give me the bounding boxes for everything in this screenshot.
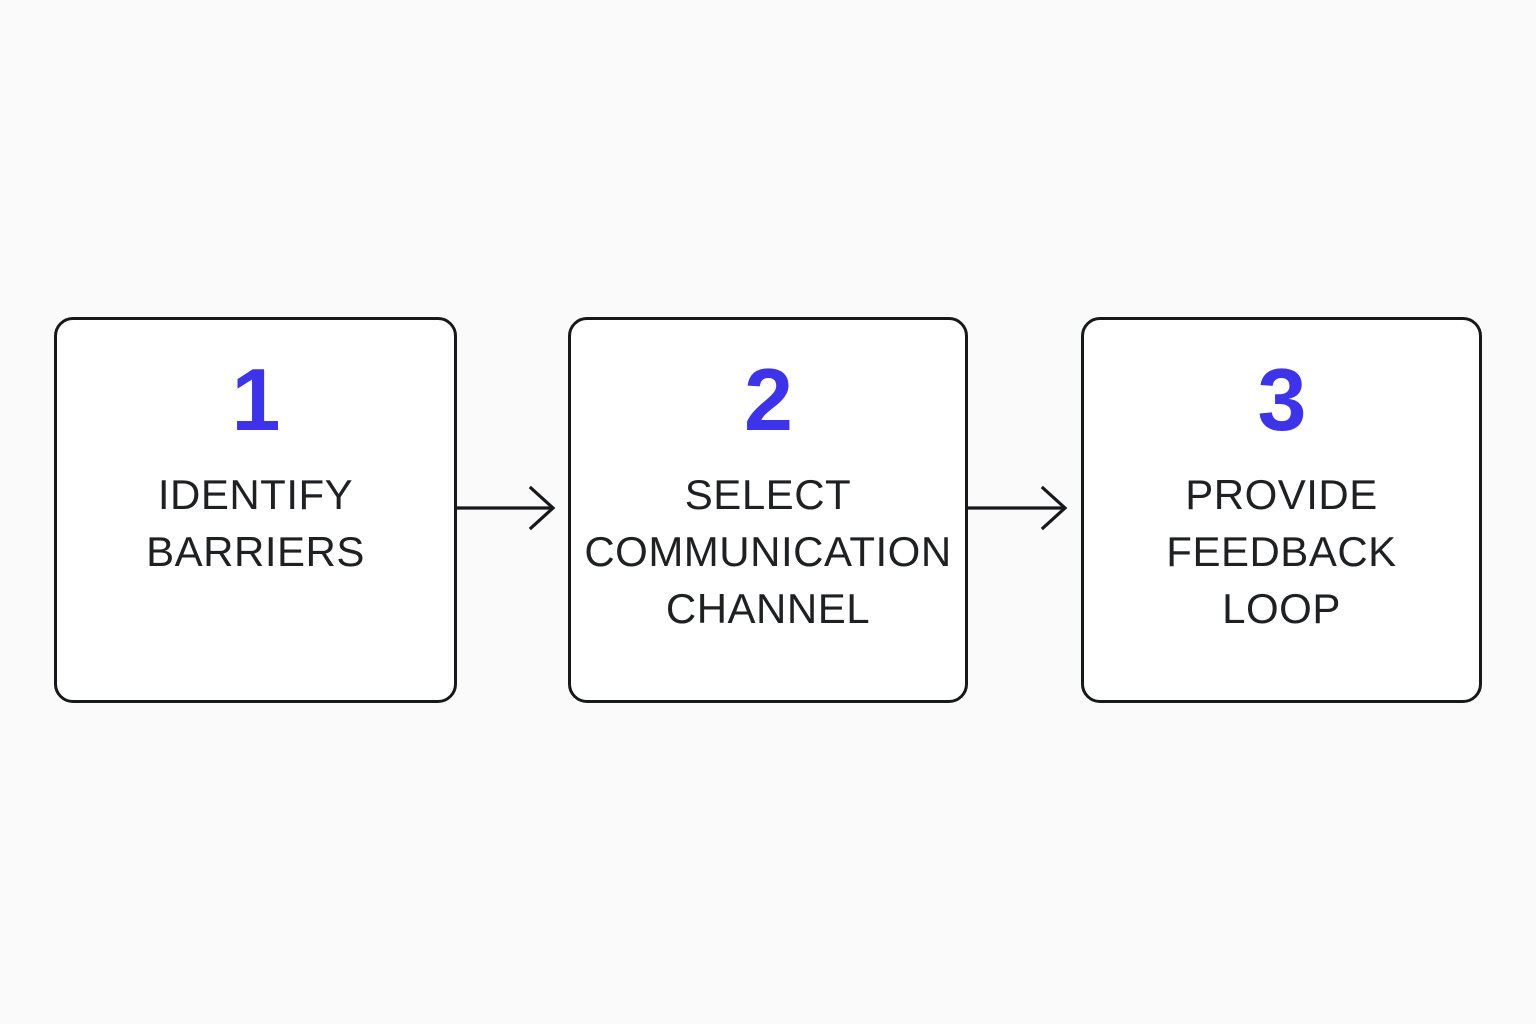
arrow-right-icon [457,485,556,531]
step-1-label: IDENTIFY BARRIERS [146,471,365,575]
connector-step-1-to-step-2 [457,485,570,531]
step-3-number: 3 [1257,350,1307,449]
step-1-number: 1 [231,350,281,449]
step-2-number: 2 [744,350,793,449]
arrow-right-icon [968,485,1068,531]
step-2-label: SELECT COMMUNICATION CHANNEL [584,471,952,632]
process-step-1[interactable]: 1 IDENTIFY BARRIERS [54,317,457,703]
connector-step-2-to-step-3 [968,485,1082,531]
step-3-label: PROVIDE FEEDBACK LOOP [1166,471,1397,632]
process-step-2[interactable]: 2 SELECT COMMUNICATION CHANNEL [568,317,968,703]
process-step-3[interactable]: 3 PROVIDE FEEDBACK LOOP [1081,317,1482,703]
